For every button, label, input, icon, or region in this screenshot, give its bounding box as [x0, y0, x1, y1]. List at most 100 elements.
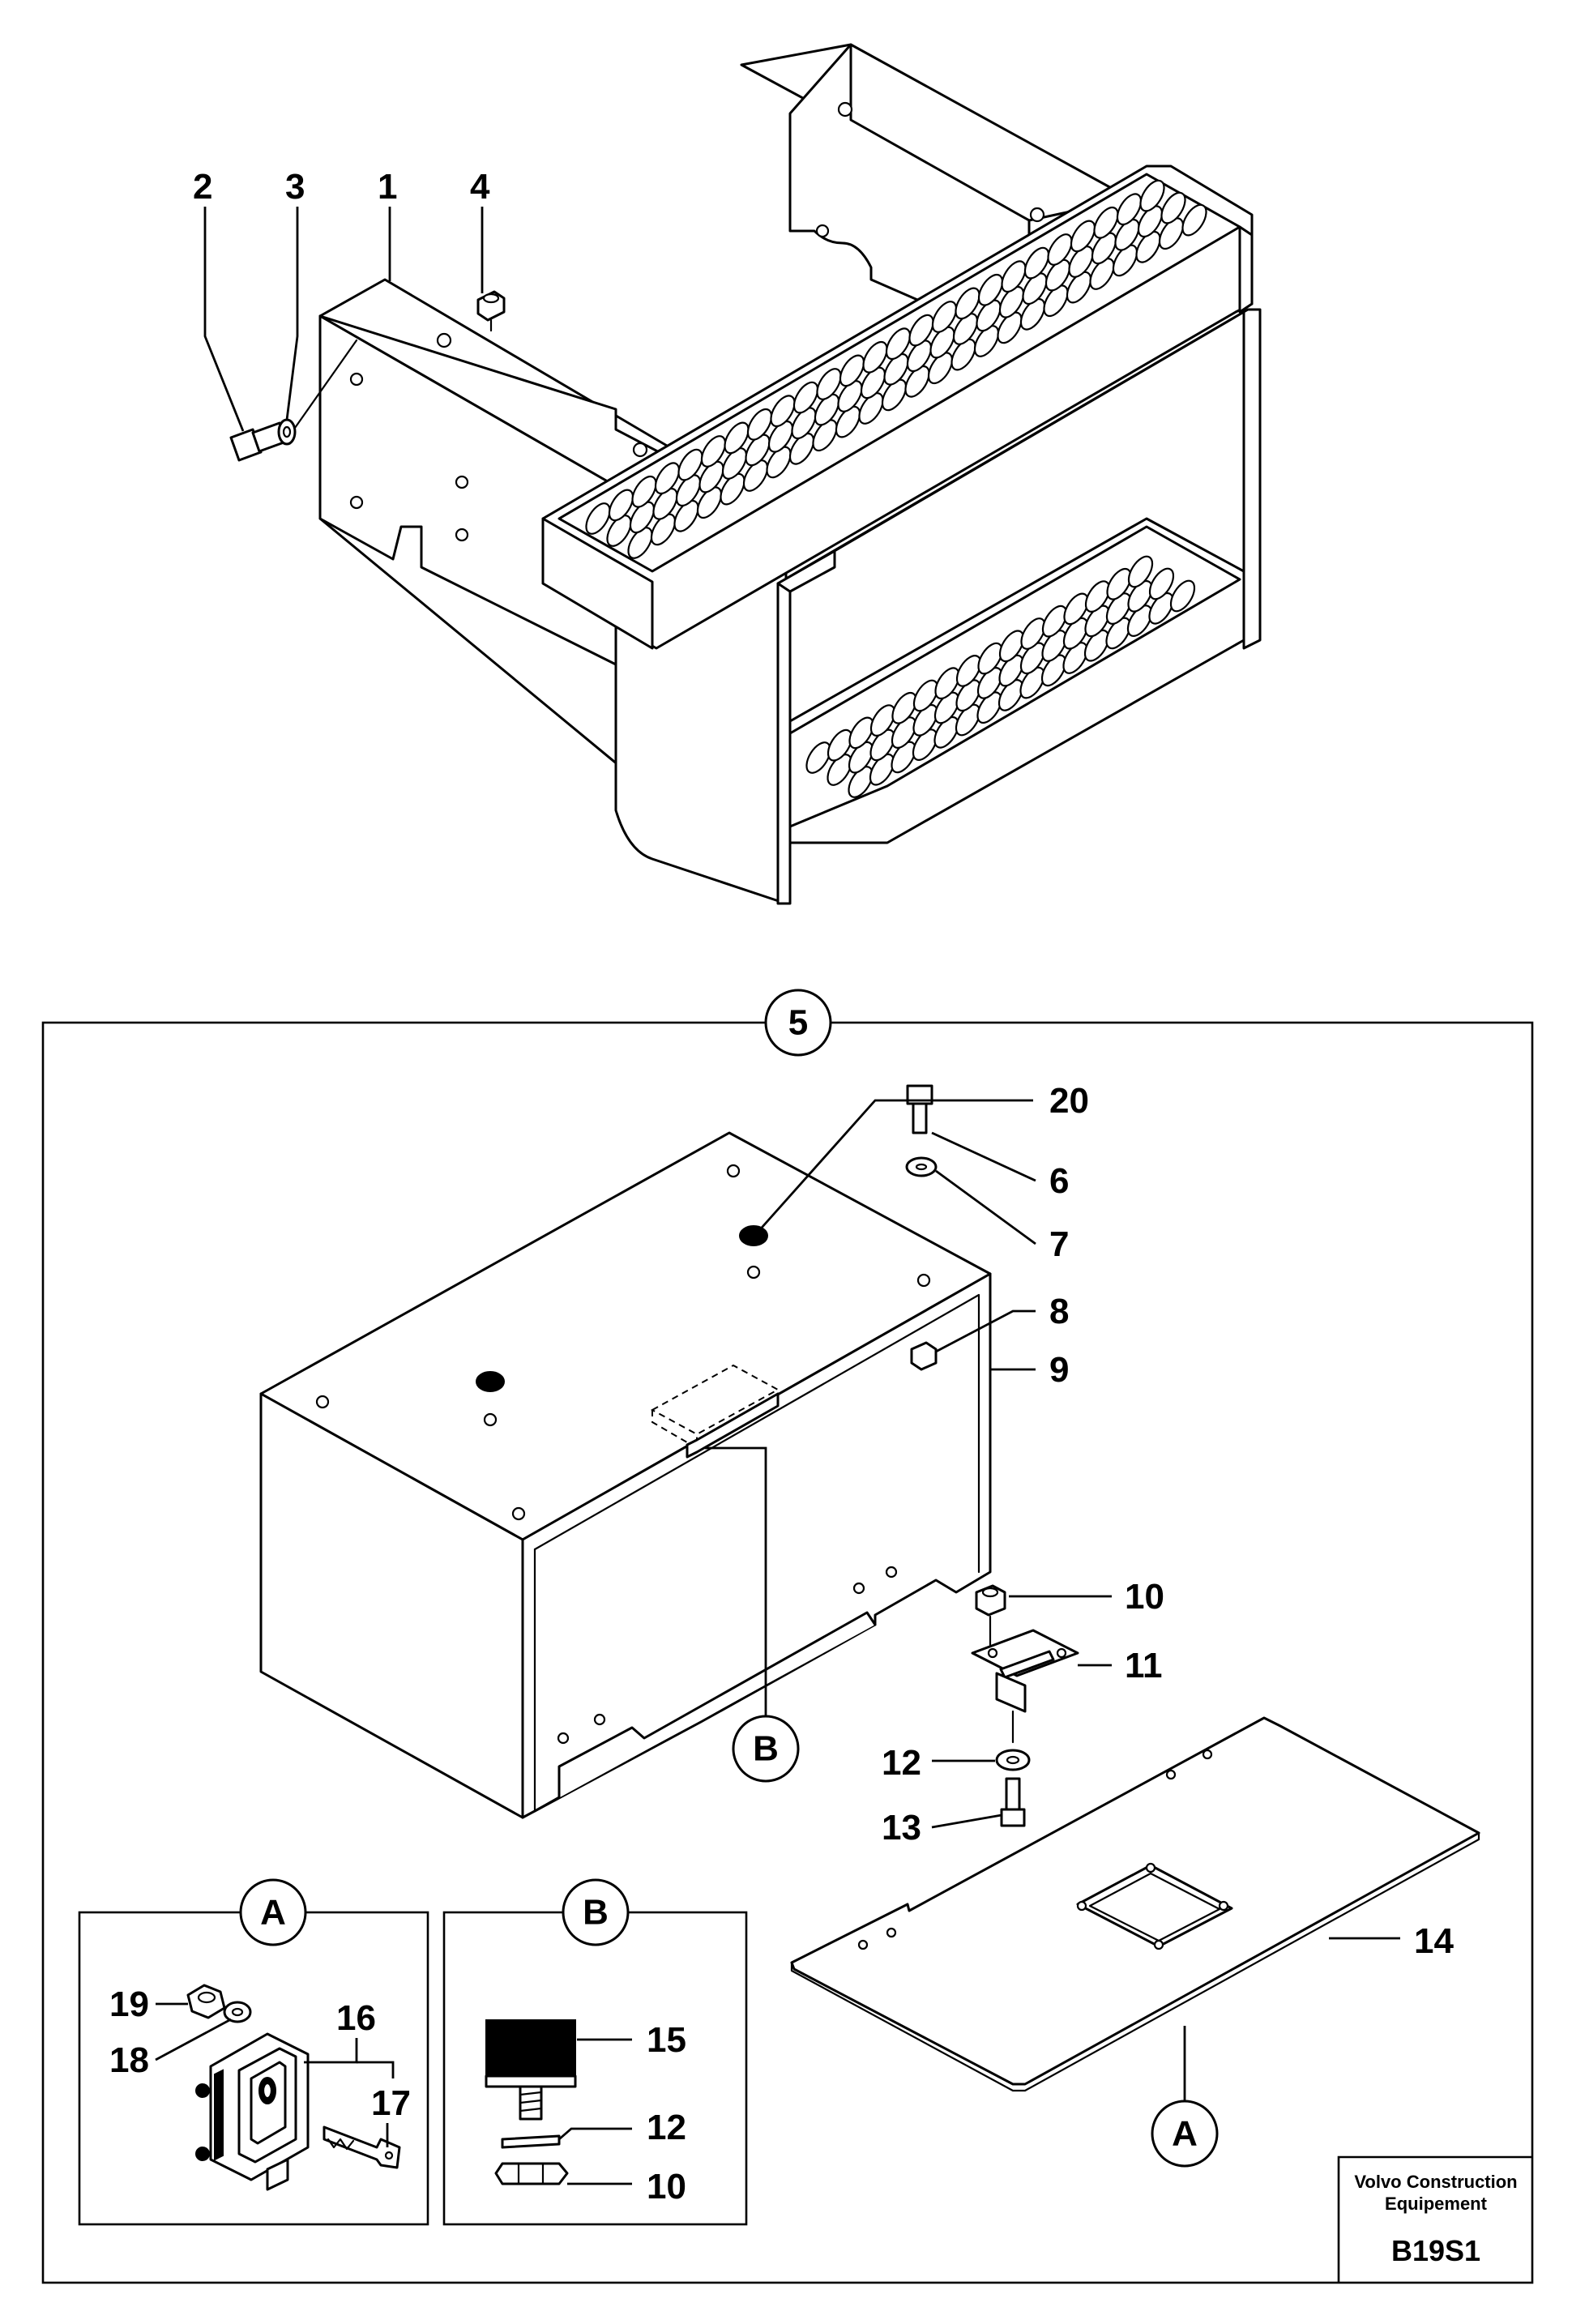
tread-perforation — [792, 381, 819, 414]
tread-perforation — [1127, 555, 1154, 588]
tread-perforation — [1158, 217, 1185, 250]
tread-perforation — [862, 340, 888, 374]
tread-perforation — [869, 728, 895, 762]
tread-perforation — [1137, 205, 1164, 238]
tread-perforation — [1041, 630, 1067, 662]
tread-perforation — [955, 703, 981, 737]
tread-perforation — [1068, 246, 1094, 278]
tread-perforation — [908, 314, 934, 347]
callout-10b: 10 — [647, 2167, 686, 2207]
tread-perforation — [1041, 604, 1068, 638]
tread-perforation — [770, 395, 796, 428]
tread-perforation — [1116, 193, 1143, 226]
callout-11: 11 — [1125, 1646, 1163, 1685]
tread-perforation — [998, 630, 1025, 663]
hinge-hardware — [905, 1084, 1079, 1827]
tread-perforation — [860, 366, 886, 399]
detail-a-callouts: 19 18 16 17 — [109, 1984, 411, 2147]
tread-perforation — [724, 421, 750, 455]
tread-perforation — [675, 474, 702, 507]
callout-4: 4 — [470, 167, 490, 207]
tread-perforation — [883, 352, 909, 386]
tread-perforation — [955, 287, 980, 320]
tread-perforation — [742, 459, 769, 492]
tread-perforation — [835, 405, 861, 438]
tread-perforation — [1019, 297, 1046, 331]
callout-17: 17 — [371, 2083, 411, 2123]
base-plate — [790, 1716, 1480, 2092]
tread-perforation — [650, 513, 677, 546]
tread-perforation — [745, 434, 771, 467]
ref-a-on-plate: A — [1151, 2026, 1219, 2168]
bolt-part-2 — [229, 421, 288, 462]
tread-perforation — [608, 489, 634, 522]
tread-perforation — [1043, 284, 1069, 318]
tread-perforation — [1148, 567, 1175, 600]
callout-circle-5: 5 — [764, 989, 832, 1057]
tread-perforation — [998, 285, 1025, 318]
tread-perforation — [869, 753, 895, 786]
tread-perforation — [929, 326, 955, 359]
tread-perforation — [955, 679, 981, 712]
tread-perforation — [997, 311, 1023, 344]
callout-18: 18 — [109, 2040, 149, 2080]
tread-perforation — [997, 679, 1024, 711]
tread-perforation — [827, 728, 853, 762]
tread-perforation — [627, 527, 653, 559]
outer-frame-inner — [776, 549, 836, 593]
tread-perforation — [848, 741, 874, 774]
tread-perforation — [788, 432, 815, 465]
callout-19: 19 — [109, 1984, 149, 2024]
bolt-part-6 — [906, 1084, 933, 1105]
tread-perforation — [1001, 260, 1027, 293]
tread-perforation — [933, 716, 959, 749]
tread-perforation — [885, 327, 912, 361]
title-block: Volvo Construction Equipement B19S1 — [1337, 2155, 1532, 2283]
step-assembly — [229, 43, 1262, 905]
callout-6: 6 — [1049, 1161, 1069, 1201]
tread-perforation — [816, 368, 842, 400]
upper-step-tread-holes — [585, 179, 1207, 559]
company-line-1: Volvo Construction — [1354, 2172, 1517, 2192]
bolt-part-13 — [1005, 1777, 1021, 1811]
tread-perforation — [1093, 206, 1119, 239]
callout-16: 16 — [336, 1998, 376, 2038]
tread-perforation — [767, 420, 794, 453]
callout-10: 10 — [1125, 1577, 1164, 1617]
callout-20: 20 — [1049, 1081, 1089, 1121]
tread-perforation — [1044, 258, 1071, 292]
frame-callouts: 20 6 7 8 9 10 11 12 13 14 — [760, 1081, 1454, 1961]
tread-perforation — [904, 365, 930, 398]
tread-perforation — [1066, 271, 1092, 304]
lower-step-tread-holes — [805, 555, 1196, 798]
tread-perforation — [1070, 220, 1096, 253]
callout-12b: 12 — [647, 2108, 686, 2147]
tread-perforation — [827, 754, 852, 786]
tread-perforation — [1105, 617, 1131, 650]
callout-7: 7 — [1049, 1224, 1069, 1264]
svg-text:5: 5 — [788, 1003, 808, 1043]
top-callouts: 2 3 1 4 — [193, 167, 490, 432]
tread-perforation — [881, 378, 908, 412]
tread-perforation — [973, 325, 1000, 357]
tread-perforation — [654, 462, 681, 495]
tread-perforation — [700, 435, 727, 468]
tread-perforation — [1135, 230, 1161, 263]
tread-perforation — [869, 704, 896, 737]
tread-perforation — [976, 691, 1002, 724]
tread-perforation — [891, 741, 916, 774]
tread-perforation — [746, 408, 773, 441]
detail-b-callouts: 15 12 10 — [558, 2020, 686, 2207]
tread-perforation — [977, 642, 1003, 675]
tread-perforation — [837, 380, 863, 412]
tread-perforation — [814, 393, 840, 426]
detail-b-circle: B — [562, 1878, 630, 1946]
svg-text:A: A — [1172, 2114, 1198, 2154]
tread-perforation — [677, 448, 703, 481]
nut-part-4 — [476, 290, 506, 322]
tread-perforation — [696, 486, 723, 519]
callout-1: 1 — [378, 167, 397, 207]
tread-perforation — [673, 499, 699, 532]
box-side — [521, 1272, 992, 1819]
tread-perforation — [606, 515, 632, 547]
